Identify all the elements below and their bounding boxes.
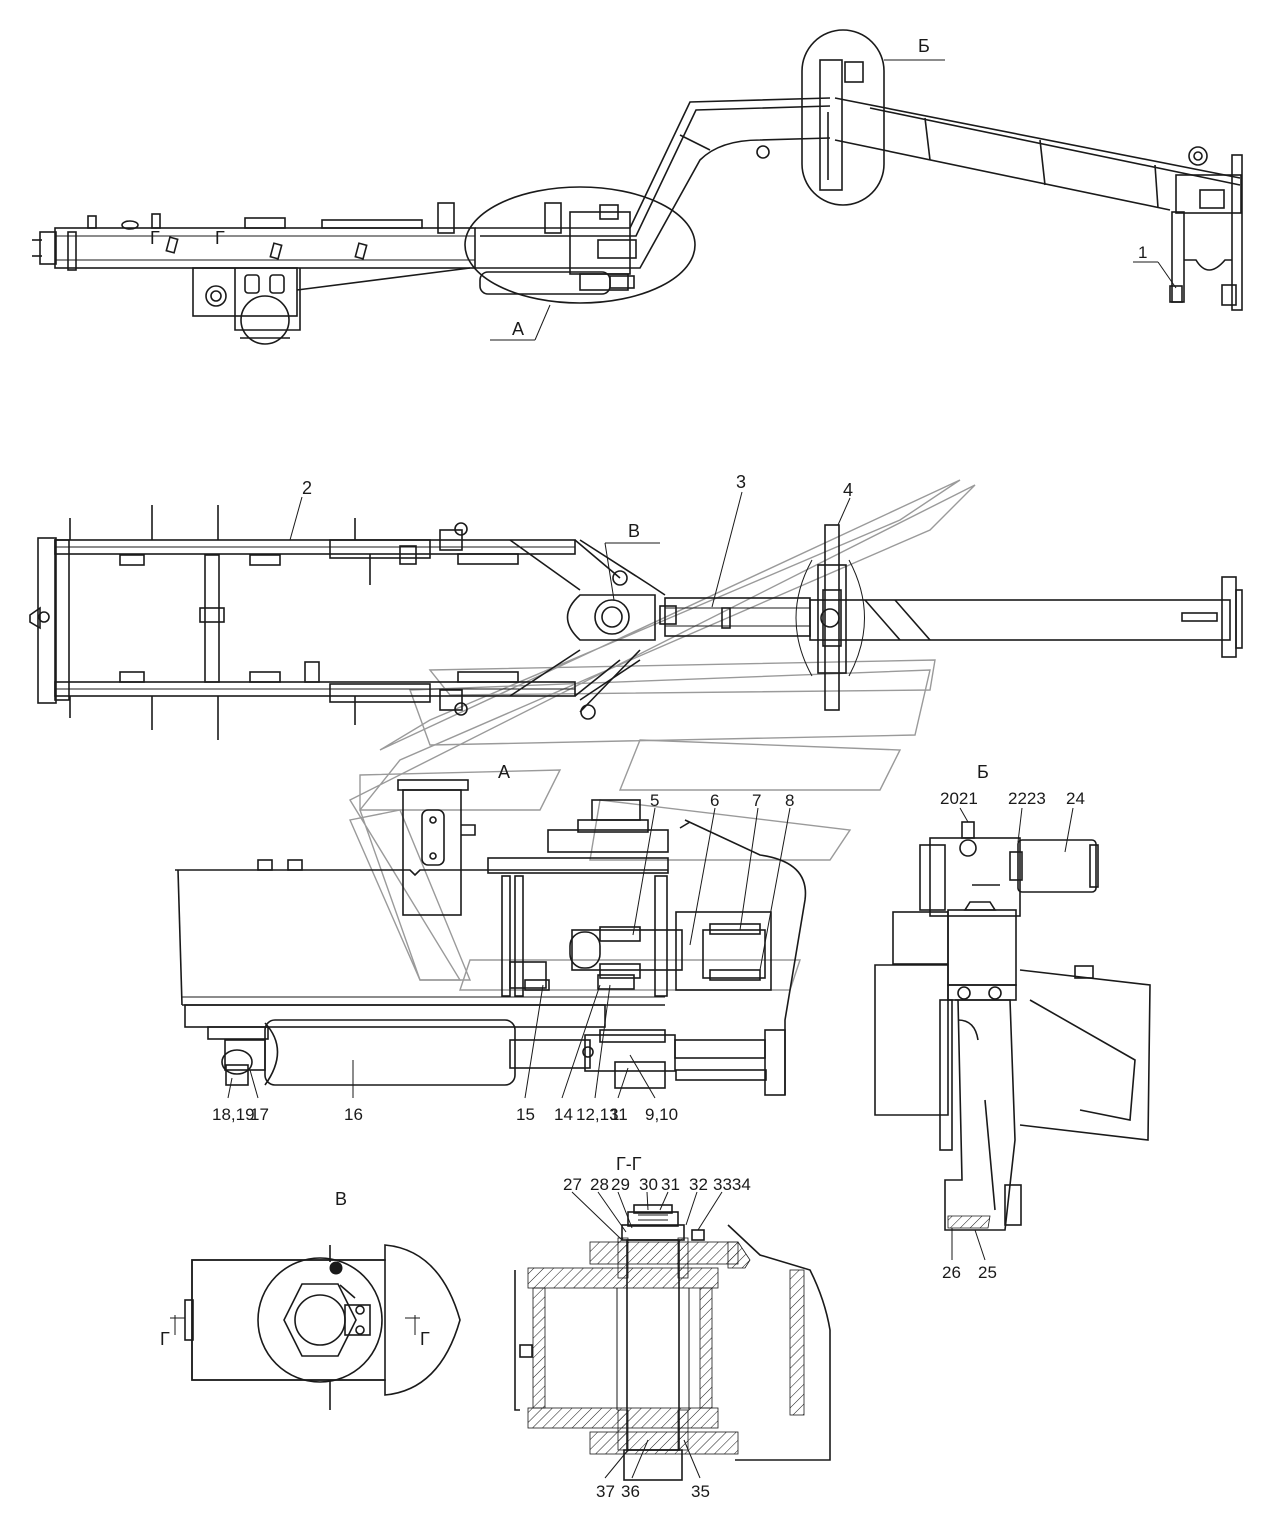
detail-v: В Г Г [160,1189,461,1410]
section-mark-g2: Г [215,228,225,248]
callout-2: 2 [302,478,312,498]
callout-27: 27 [563,1175,582,1194]
plan-view-frame: 2 3 4 В [29,472,1243,740]
callout-1: 1 [1138,243,1147,262]
section-label-g-g: Г-Г [616,1154,642,1174]
callout-37: 37 [596,1482,615,1501]
view-label-v-plan: В [628,521,640,541]
section-mark-g-left: Г [160,1329,170,1349]
view-label-b: Б [977,762,989,782]
callout-33-34: 3334 [713,1175,751,1194]
detail-b: Б 2021 2223 24 [874,762,1151,1282]
callout-16: 16 [344,1105,363,1124]
view-label-v: В [335,1189,347,1209]
section-mark-g-right: Г [420,1329,430,1349]
view-label-a-top: А [512,319,524,339]
callout-28: 28 [590,1175,609,1194]
callout-24: 24 [1066,789,1085,808]
callout-8: 8 [785,791,794,810]
callout-4: 4 [843,480,853,500]
callout-15: 15 [516,1105,535,1124]
callout-22-23: 2223 [1008,789,1046,808]
callout-7: 7 [752,791,761,810]
section-mark-g1: Г [150,228,160,248]
callout-18-19: 18,19 [212,1105,255,1124]
callout-5: 5 [650,791,659,810]
callout-32: 32 [689,1175,708,1194]
detail-a: А [175,762,807,1124]
side-view-frame: Г Г А [32,29,1243,345]
callout-35: 35 [691,1482,710,1501]
callout-26: 26 [942,1263,961,1282]
callout-29: 29 [611,1175,630,1194]
callout-31: 31 [661,1175,680,1194]
view-label-a: А [498,762,510,782]
callout-36: 36 [621,1482,640,1501]
callout-3: 3 [736,472,746,492]
callout-6: 6 [710,791,719,810]
callout-30: 30 [639,1175,658,1194]
callout-14: 14 [554,1105,573,1124]
callout-11: 11 [610,1105,628,1124]
callout-12-13: 12,13 [576,1105,619,1124]
callout-17: 17 [250,1105,269,1124]
view-label-b-top: Б [918,36,930,56]
watermark [349,479,976,991]
callout-20-21: 2021 [940,789,978,808]
callout-9-10: 9,10 [645,1105,678,1124]
section-g-g: Г-Г 27 28 29 30 [514,1154,831,1501]
callout-25: 25 [978,1263,997,1282]
